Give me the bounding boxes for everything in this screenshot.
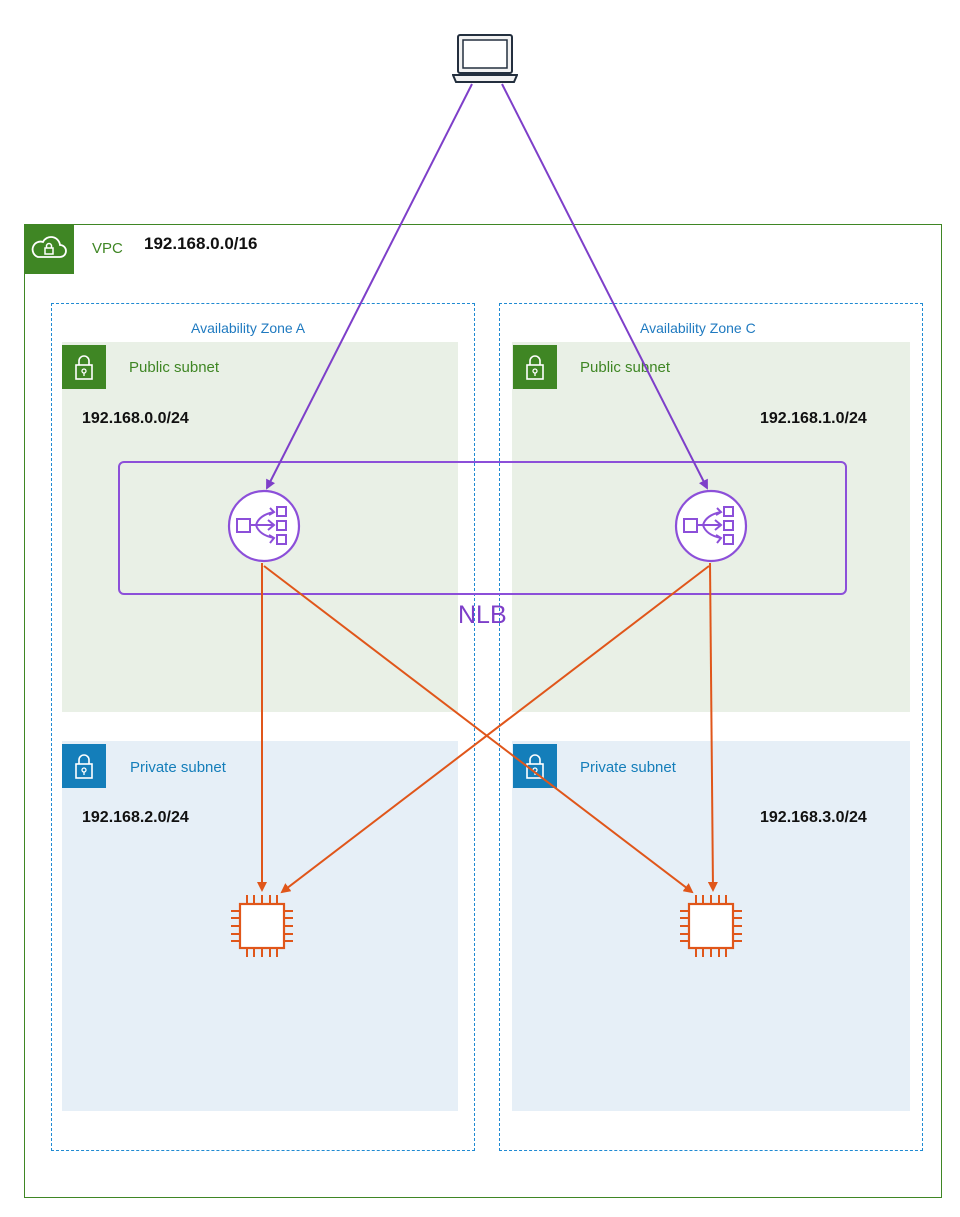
vpc-container: [24, 224, 942, 1198]
ec2-instance-c-chip-icon: [680, 895, 742, 957]
public-subnet-a-cidr: 192.168.0.0/24: [82, 410, 189, 427]
public-subnet-a-label: Public subnet: [129, 359, 220, 376]
private-subnet-c-cidr: 192.168.3.0/24: [760, 809, 867, 826]
availability-zone-a-label: Availability Zone A: [191, 320, 306, 336]
nlb-a-to-instance-c-arrow: [263, 565, 694, 894]
private-subnet-a-lock-icon: [62, 744, 106, 788]
public-subnet-c-lock-icon: [513, 345, 557, 389]
vpc-cloud-lock-icon: [24, 224, 74, 274]
public-subnet-a-lock-icon: [62, 345, 106, 389]
vpc-label: VPC: [92, 240, 123, 257]
nlb-zone-c-load-balancer-icon: [674, 489, 748, 563]
nlb-c-to-instance-c-arrow: [707, 562, 718, 892]
private-subnet-a-cidr: 192.168.2.0/24: [82, 809, 189, 826]
public-subnet-c-cidr: 192.168.1.0/24: [760, 410, 867, 427]
nlb-label: NLB: [458, 601, 507, 629]
client-to-nlb-a-arrow: [266, 83, 473, 490]
nlb-c-to-instance-a-arrow: [280, 565, 710, 894]
private-subnet-a-label: Private subnet: [130, 759, 226, 776]
private-subnet-c-label: Private subnet: [580, 759, 676, 776]
private-subnet-c-lock-icon: [513, 744, 557, 788]
availability-zone-c-label: Availability Zone C: [640, 320, 756, 336]
ec2-instance-a-chip-icon: [231, 895, 293, 957]
nlb-group: [118, 461, 847, 595]
nlb-zone-a-load-balancer-icon: [227, 489, 301, 563]
vpc-cidr: 192.168.0.0/16: [144, 234, 258, 253]
client-to-nlb-c-arrow: [501, 83, 708, 490]
laptop-icon: [452, 34, 518, 83]
